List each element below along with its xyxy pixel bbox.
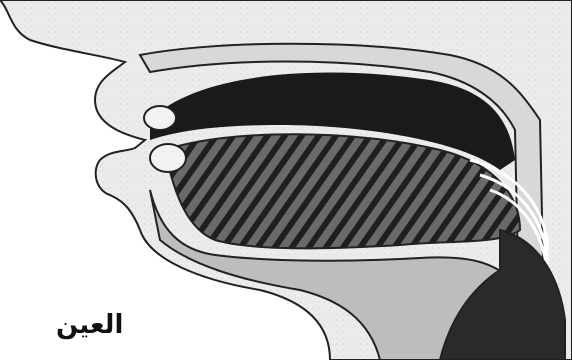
- lower-lip: [150, 144, 186, 172]
- caption-label: العين: [56, 312, 123, 338]
- upper-lip: [144, 106, 176, 130]
